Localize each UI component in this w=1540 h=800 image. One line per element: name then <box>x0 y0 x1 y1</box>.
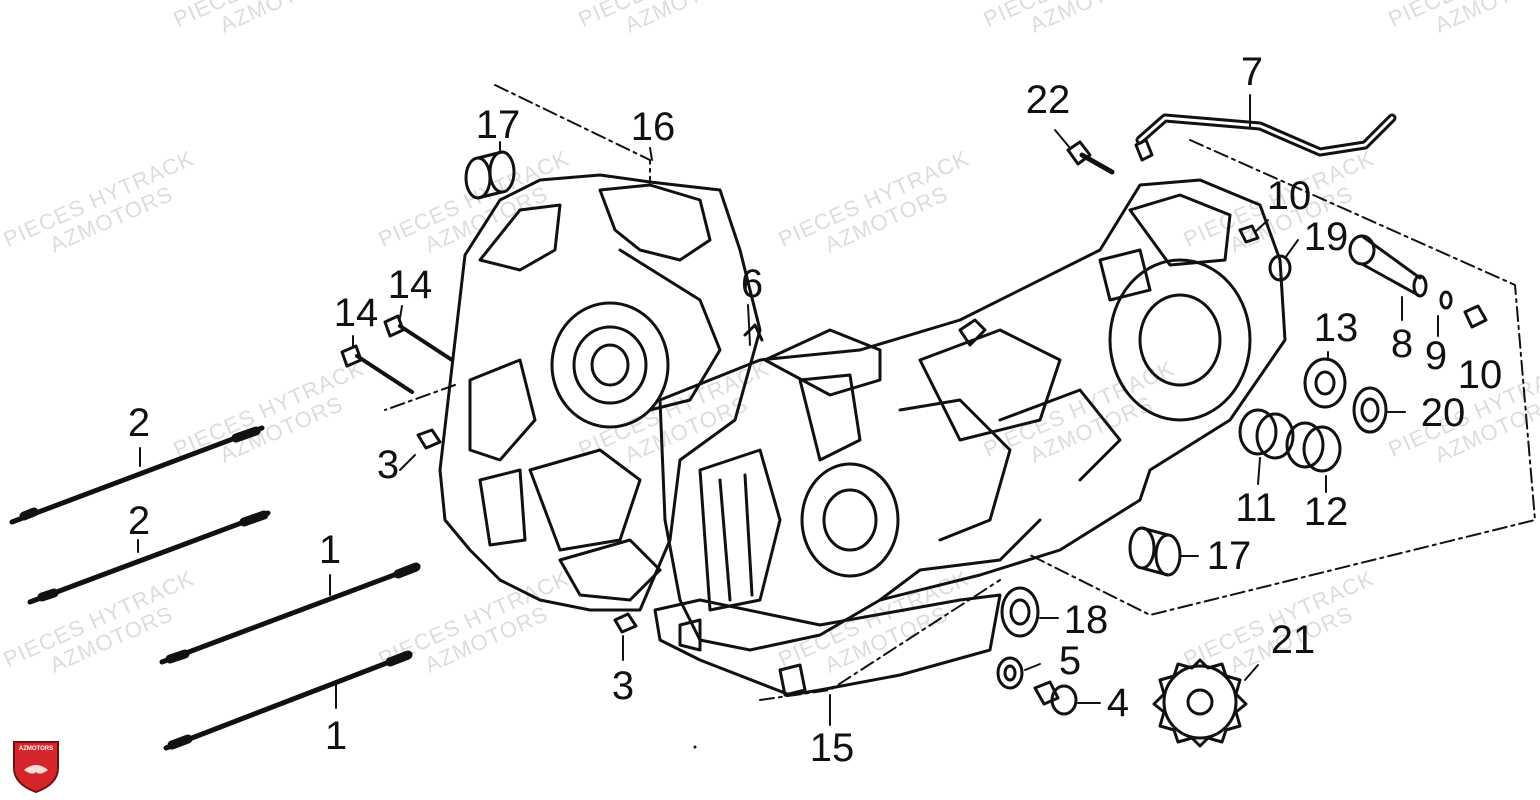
sprocket-21 <box>1152 658 1248 748</box>
washer-5 <box>996 656 1024 690</box>
callout-16: 16 <box>630 105 676 149</box>
callout-13: 13 <box>1313 306 1359 350</box>
nut-10-right <box>1463 304 1488 329</box>
callout-19: 19 <box>1303 215 1349 259</box>
left-crankcase-half <box>438 173 762 612</box>
bearing-13 <box>1303 357 1347 409</box>
callout-5: 5 <box>1058 639 1082 683</box>
rubber-bush-17-top <box>464 150 516 200</box>
azmotors-logo: AZMOTORS <box>10 738 62 794</box>
bolt-14-b <box>340 344 414 394</box>
callout-6: 6 <box>740 262 764 306</box>
assembly-outline <box>384 84 1536 701</box>
stud-1-lower <box>163 650 413 751</box>
callout-1-lower: 1 <box>324 714 348 758</box>
callout-3-upper: 3 <box>376 443 400 487</box>
callout-21: 21 <box>1270 618 1316 662</box>
stud-2-upper <box>9 425 265 525</box>
callout-18: 18 <box>1063 598 1109 642</box>
callout-2-upper: 2 <box>127 401 151 445</box>
callout-9: 9 <box>1424 334 1448 378</box>
bolt-22 <box>1054 129 1115 175</box>
bushing-19 <box>1268 254 1292 282</box>
oil-seal-18 <box>1000 586 1040 638</box>
callout-7: 7 <box>1240 50 1264 94</box>
right-crankcase-half <box>658 178 1287 652</box>
callout-12: 12 <box>1303 490 1349 534</box>
callout-11: 11 <box>1235 486 1277 530</box>
dowel-3-upper <box>416 428 442 450</box>
washer-9 <box>1439 290 1453 310</box>
callout-14-lower: 14 <box>333 291 379 335</box>
dowel-3-lower <box>613 612 638 634</box>
breather-hose-7 <box>1134 113 1397 162</box>
callout-17-top: 17 <box>475 103 521 147</box>
lower-cover-plate <box>653 593 1002 697</box>
rubber-bush-17-right <box>1128 526 1182 577</box>
oil-seal-20 <box>1352 386 1388 434</box>
callout-17-right: 17 <box>1206 534 1252 578</box>
plug-4 <box>1033 680 1078 716</box>
callout-14-upper: 14 <box>387 263 433 307</box>
callout-22: 22 <box>1025 78 1071 122</box>
logo-text: AZMOTORS <box>18 746 54 752</box>
callout-1-upper: 1 <box>318 528 342 572</box>
callout-10-right: 10 <box>1457 353 1503 397</box>
bearing-12 <box>1285 421 1342 473</box>
stud-1-upper <box>159 562 421 665</box>
stud-2-lower <box>27 510 271 605</box>
bolt-14-a <box>383 314 454 362</box>
callout-2-lower: 2 <box>127 499 151 543</box>
shield-icon <box>13 741 59 794</box>
callout-20: 20 <box>1420 391 1466 435</box>
leader-lines <box>137 94 1439 726</box>
callout-3-lower: 3 <box>611 664 635 708</box>
callout-8: 8 <box>1390 322 1414 366</box>
bearing-11 <box>1238 408 1295 460</box>
callout-10-top: 10 <box>1266 174 1312 218</box>
callout-4: 4 <box>1106 681 1130 725</box>
nut-10-top <box>1238 224 1260 244</box>
callout-15: 15 <box>809 726 855 770</box>
shaft-8 <box>1348 234 1428 298</box>
